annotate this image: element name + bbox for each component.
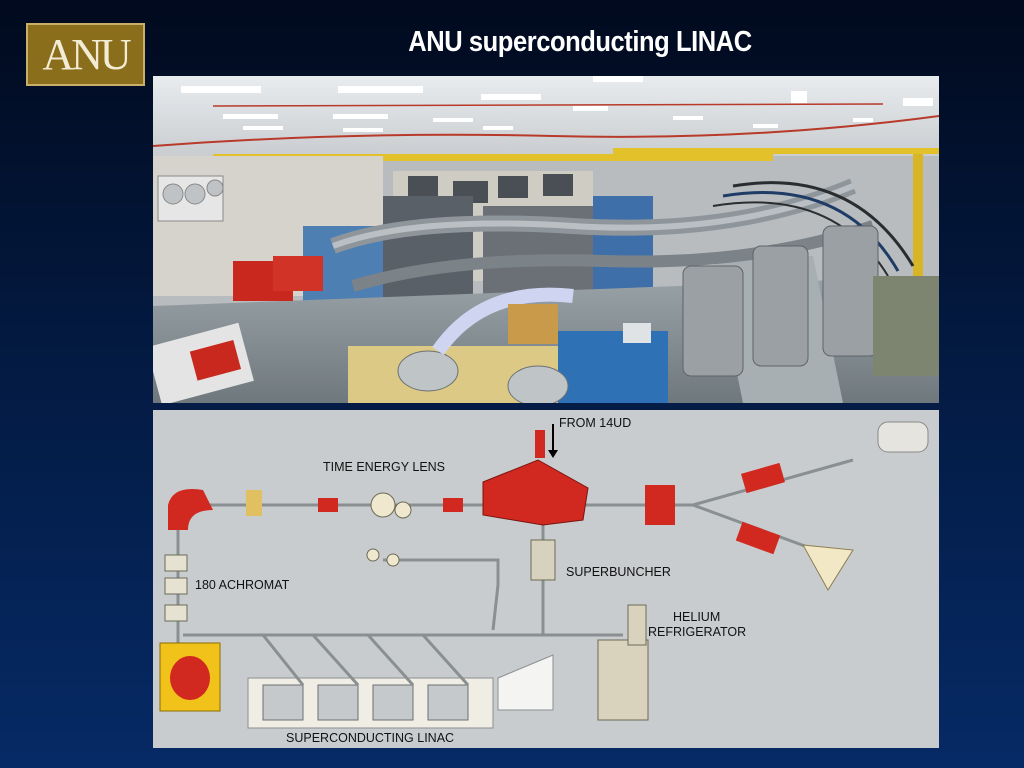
- label-from-14ud: FROM 14UD: [559, 416, 632, 430]
- anu-logo: ANU: [26, 23, 145, 86]
- label-helium-line1: HELIUM: [673, 610, 721, 624]
- slide-title: ANU superconducting LINAC: [408, 26, 752, 58]
- label-superbuncher: SUPERBUNCHER: [566, 565, 671, 579]
- linac-layout-diagram: FROM 14UD TIME ENERGY LENS 180 ACHROMAT …: [153, 410, 939, 748]
- label-time-energy-lens: TIME ENERGY LENS: [323, 460, 446, 474]
- linac-hall-photo: [153, 76, 939, 403]
- label-superconducting-linac: SUPERCONDUCTING LINAC: [286, 731, 455, 745]
- logo-text: ANU: [42, 30, 131, 79]
- label-180-achromat: 180 ACHROMAT: [195, 578, 290, 592]
- label-helium-line2: REFRIGERATOR: [648, 625, 747, 639]
